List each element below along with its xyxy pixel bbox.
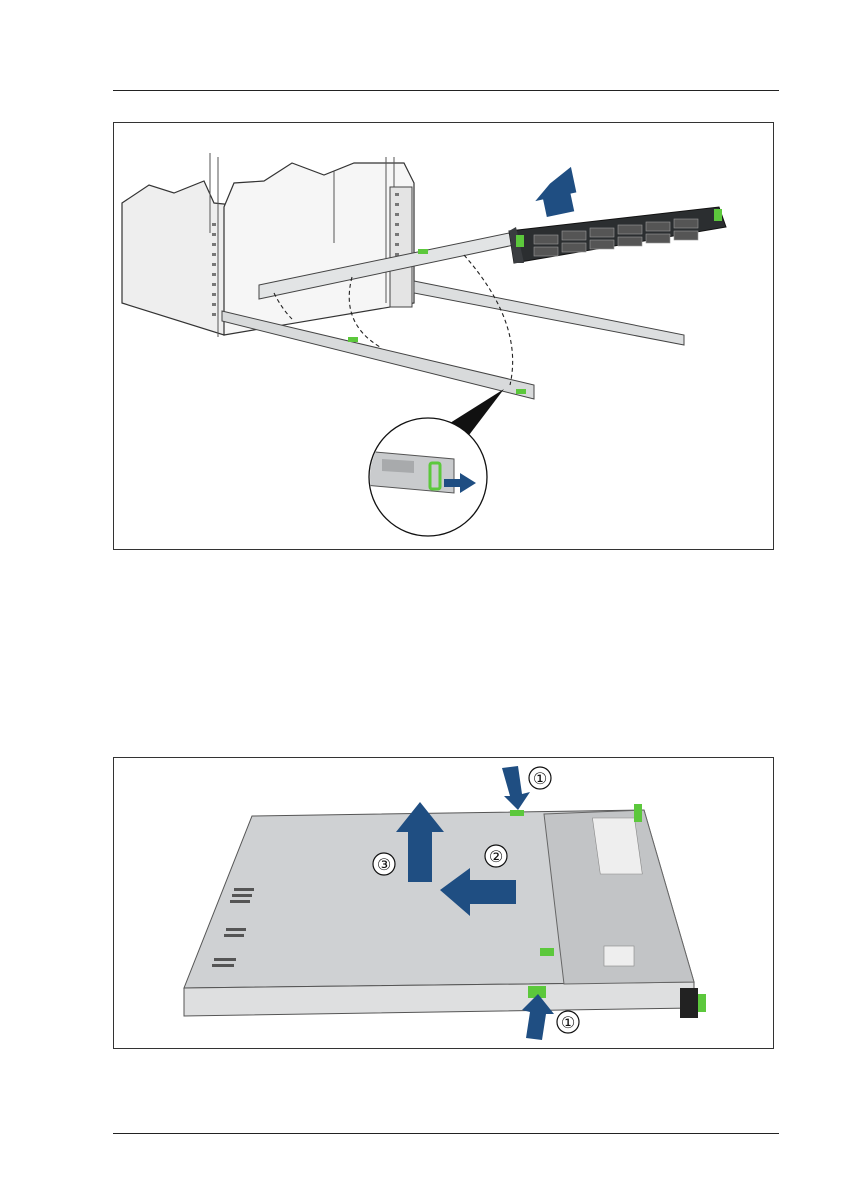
rack-rail-illustration <box>114 123 773 549</box>
release-tab <box>418 249 428 254</box>
rail-back-right <box>414 281 684 345</box>
callout-lift-up: ③ <box>377 855 391 874</box>
release-tab <box>516 389 526 394</box>
figure-top-cover-removal: ① ③ ② ① <box>113 757 774 1049</box>
callout-top-tab: ① <box>533 769 547 788</box>
header-rule <box>113 90 779 91</box>
up-arrow-icon <box>530 167 580 219</box>
server-chassis-front <box>184 982 694 1016</box>
callout-slide-back: ② <box>489 847 503 866</box>
release-tab <box>540 948 554 956</box>
footer-rule <box>113 1133 779 1134</box>
rail-front-left <box>222 311 534 399</box>
magnifier-circle-icon <box>364 418 487 536</box>
figure-rack-rail-removal <box>113 122 774 550</box>
release-tab <box>510 810 524 816</box>
server-chassis <box>509 207 726 263</box>
release-tab <box>348 337 358 342</box>
down-arrow-icon <box>502 766 530 810</box>
top-cover-illustration: ① ③ ② ① <box>114 758 773 1048</box>
callout-bottom-tab: ① <box>561 1013 575 1032</box>
